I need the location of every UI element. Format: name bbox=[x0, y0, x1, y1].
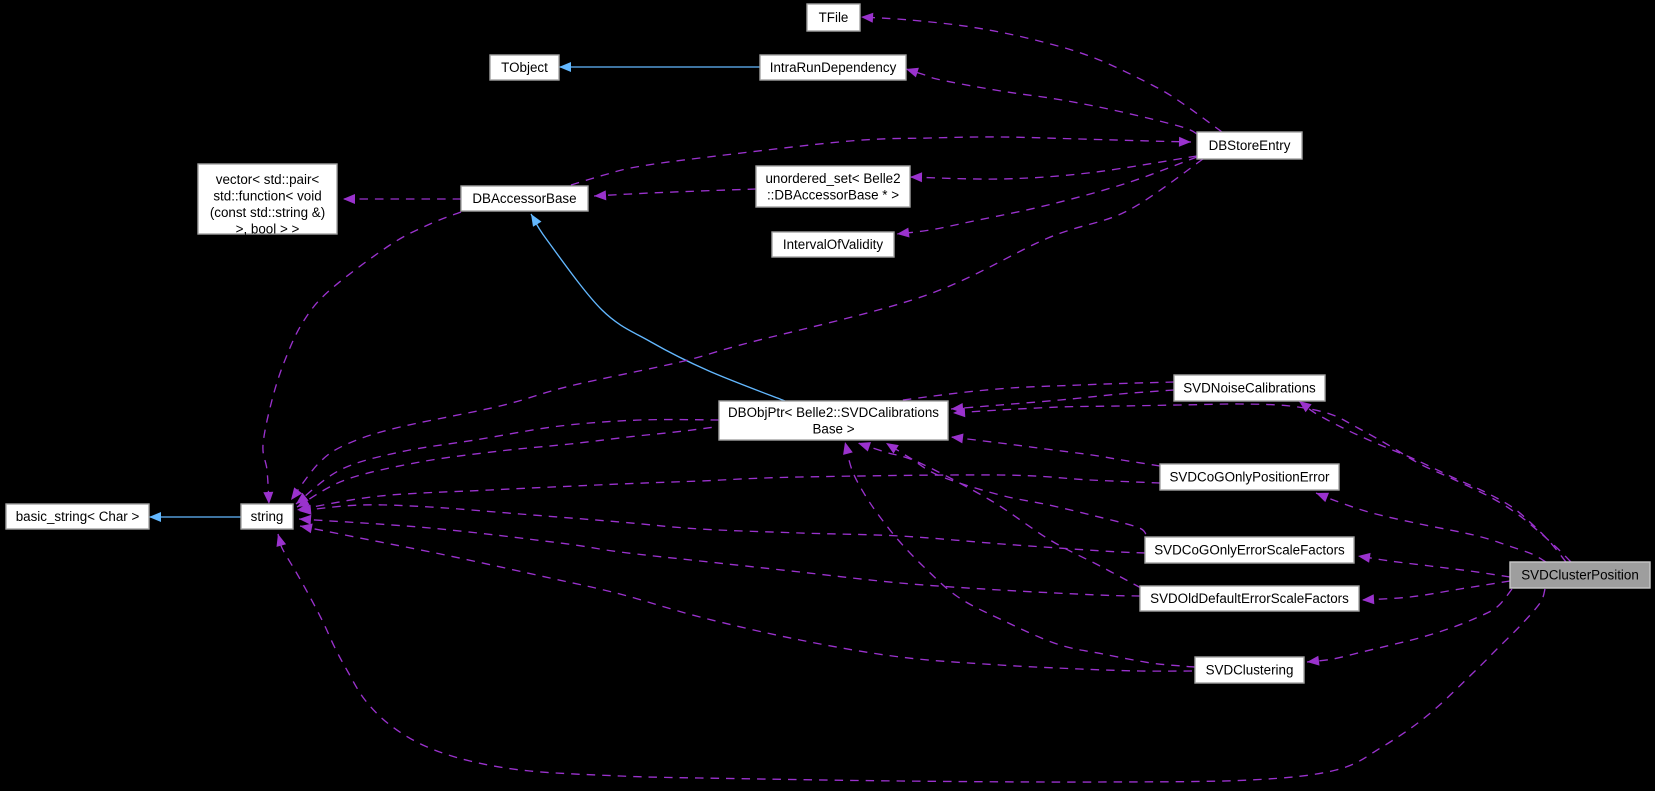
svg-text:string: string bbox=[251, 509, 284, 524]
svg-text:SVDClustering: SVDClustering bbox=[1206, 663, 1294, 678]
svg-text:>, bool > >: >, bool > > bbox=[236, 222, 300, 237]
svg-text:SVDCoGOnlyPositionError: SVDCoGOnlyPositionError bbox=[1170, 470, 1331, 485]
svg-text:IntervalOfValidity: IntervalOfValidity bbox=[783, 237, 884, 252]
svg-text:std::function< void: std::function< void bbox=[213, 188, 321, 203]
svg-text:SVDOldDefaultErrorScaleFactors: SVDOldDefaultErrorScaleFactors bbox=[1150, 591, 1349, 606]
svg-text:IntraRunDependency: IntraRunDependency bbox=[770, 60, 897, 75]
svg-text:DBObjPtr< Belle2::SVDCalibrati: DBObjPtr< Belle2::SVDCalibrations bbox=[728, 405, 939, 420]
svg-text:TObject: TObject bbox=[501, 60, 548, 75]
svg-text:TFile: TFile bbox=[819, 10, 849, 25]
svg-text:::DBAccessorBase * >: ::DBAccessorBase * > bbox=[767, 188, 899, 203]
svg-text:DBStoreEntry: DBStoreEntry bbox=[1209, 138, 1291, 153]
svg-text:Base >: Base > bbox=[812, 422, 854, 437]
svg-text:SVDClusterPosition: SVDClusterPosition bbox=[1521, 568, 1639, 583]
svg-text:basic_string< Char >: basic_string< Char > bbox=[16, 509, 140, 524]
svg-text:(const std::string &): (const std::string &) bbox=[210, 205, 325, 220]
svg-text:DBAccessorBase: DBAccessorBase bbox=[472, 191, 576, 206]
svg-text:SVDNoiseCalibrations: SVDNoiseCalibrations bbox=[1183, 381, 1316, 396]
svg-text:unordered_set< Belle2: unordered_set< Belle2 bbox=[765, 171, 900, 186]
svg-text:vector< std::pair<: vector< std::pair< bbox=[216, 172, 320, 187]
svg-text:SVDCoGOnlyErrorScaleFactors: SVDCoGOnlyErrorScaleFactors bbox=[1154, 543, 1345, 558]
